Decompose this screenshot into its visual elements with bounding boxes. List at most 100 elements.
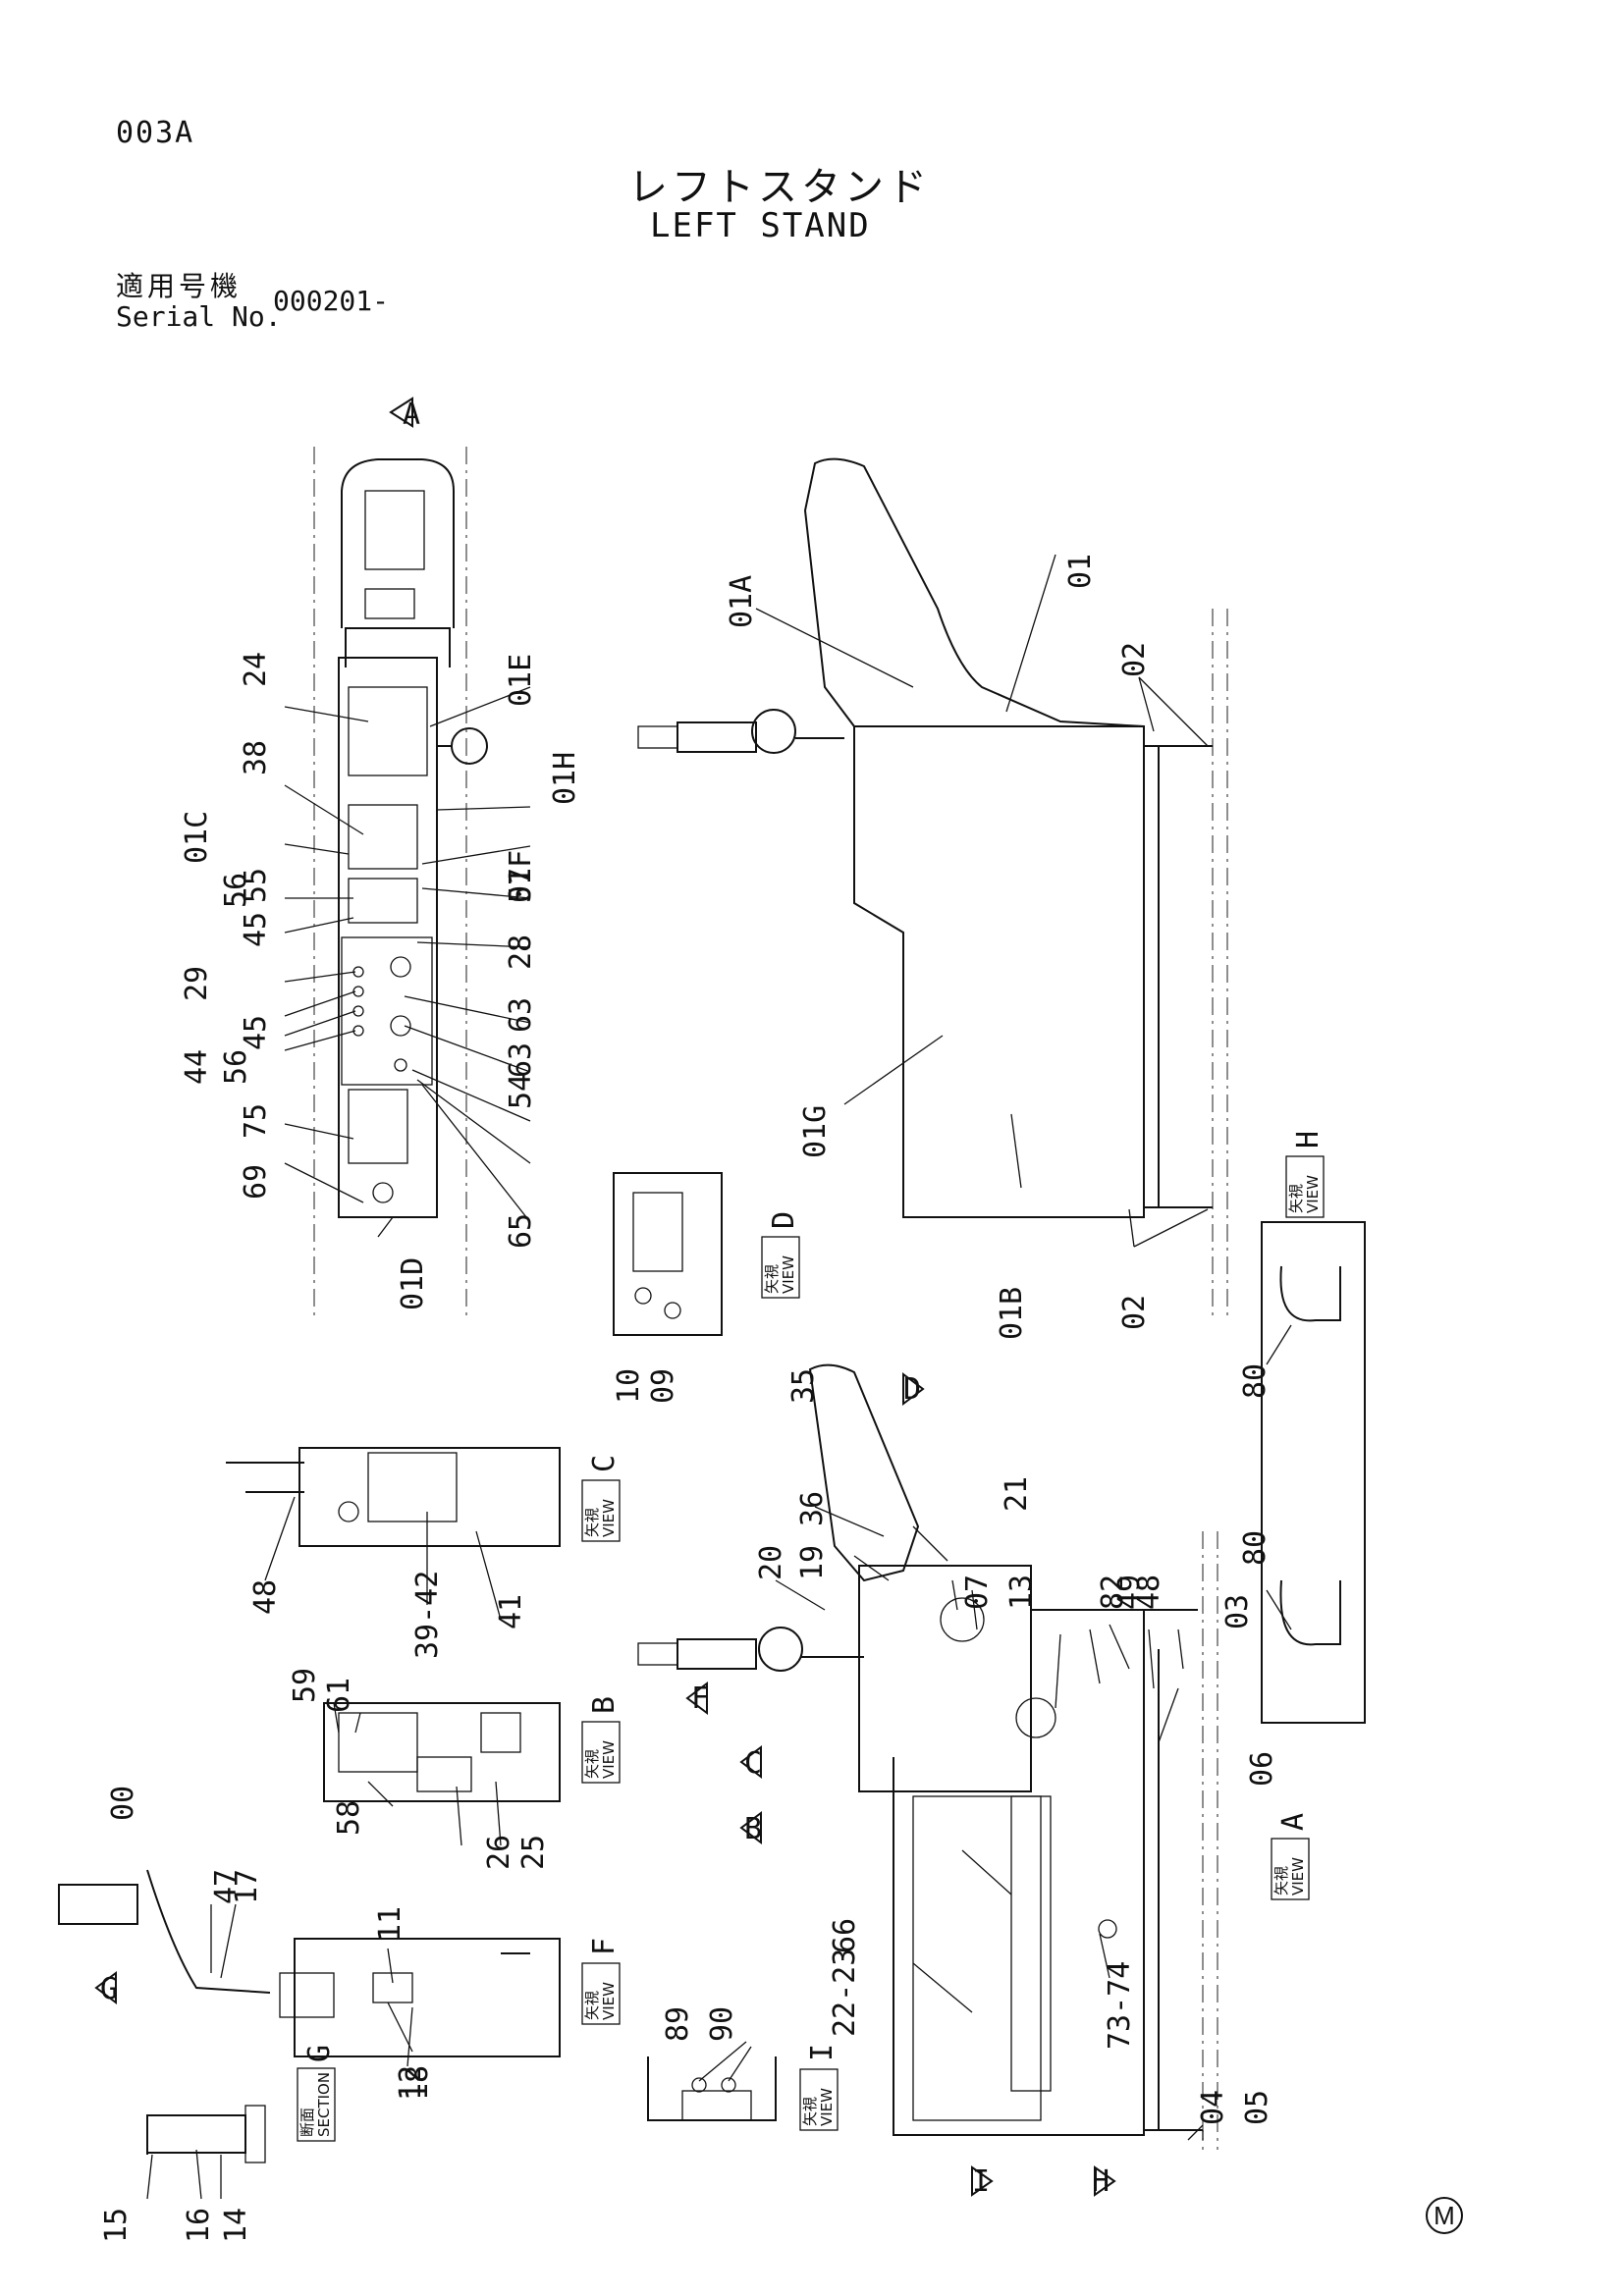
arrow-h [1094, 2165, 1116, 2197]
svg-text:矢視: 矢視 [1287, 1184, 1305, 1213]
view-i-title: 矢視 VIEW I [799, 2044, 839, 2131]
part-label-59: 59 [288, 1668, 322, 1703]
part-label-10: 10 [612, 1368, 646, 1404]
view-d-title: 矢視 VIEW D [761, 1211, 801, 1299]
part-label-49: 49 [1112, 1575, 1147, 1610]
arrow-f-label: F [691, 1682, 709, 1716]
svg-text:F: F [587, 1938, 622, 1955]
svg-text:VIEW: VIEW [1289, 1857, 1307, 1896]
part-label-39-42: 39-42 [410, 1571, 445, 1659]
arrow-f [685, 1682, 708, 1715]
part-labels: 01 01A 01B 01C 01D 01E 01F 01G 01H 02 02… [99, 554, 1279, 2243]
part-label-12: 12 [394, 2065, 428, 2101]
part-label-63-top: 63 [504, 997, 538, 1033]
arrow-g-label: G [100, 1972, 118, 2006]
svg-text:断面: 断面 [298, 2108, 316, 2137]
svg-text:矢視: 矢視 [1272, 1866, 1290, 1896]
svg-text:矢視: 矢視 [801, 2097, 819, 2126]
part-label-01E: 01E [504, 654, 538, 707]
part-label-01B: 01B [995, 1287, 1029, 1340]
svg-text:C: C [587, 1455, 622, 1472]
part-label-01D: 01D [396, 1257, 430, 1310]
part-label-24: 24 [239, 652, 273, 687]
view-f-title: 矢視 VIEW F [581, 1938, 622, 2025]
stand-assembly-view [637, 1363, 1218, 2150]
part-label-06: 06 [1245, 1751, 1279, 1787]
part-label-58: 58 [332, 1800, 366, 1836]
part-label-01G: 01G [798, 1105, 833, 1158]
svg-text:矢視: 矢視 [583, 1508, 601, 1537]
part-label-13: 13 [1004, 1575, 1039, 1610]
svg-text:VIEW: VIEW [600, 1740, 618, 1779]
part-label-65: 65 [504, 1213, 538, 1249]
svg-text:VIEW: VIEW [1304, 1175, 1322, 1213]
part-label-54: 54 [504, 1074, 538, 1109]
part-label-21: 21 [1000, 1476, 1034, 1512]
part-label-29: 29 [180, 966, 214, 1001]
part-label-73-74: 73-74 [1103, 1961, 1137, 2050]
arrow-d [902, 1372, 925, 1406]
svg-text:矢視: 矢視 [583, 1749, 601, 1779]
part-label-36: 36 [795, 1491, 830, 1526]
svg-text:D: D [767, 1211, 801, 1229]
part-label-04: 04 [1196, 2090, 1230, 2125]
part-label-69: 69 [239, 1164, 273, 1200]
part-label-35: 35 [786, 1368, 821, 1404]
svg-text:矢視: 矢視 [583, 1991, 601, 2020]
part-label-18: 18 [401, 2065, 435, 2101]
view-d [613, 1172, 723, 1336]
svg-text:VIEW: VIEW [600, 1499, 618, 1537]
view-b-title: 矢視 VIEW B [581, 1696, 622, 1784]
part-label-48-main: 48 [1132, 1575, 1166, 1610]
part-label-02-top: 02 [1117, 642, 1152, 677]
svg-text:VIEW: VIEW [600, 1982, 618, 2020]
arrow-i-label: I [972, 2164, 990, 2199]
serial-label-english: Serial No. [116, 300, 282, 333]
part-label-01A: 01A [725, 575, 759, 628]
part-label-38: 38 [239, 740, 273, 775]
part-label-19: 19 [795, 1545, 830, 1580]
part-label-25: 25 [516, 1835, 551, 1870]
title-japanese: レフトスタンド [628, 165, 931, 210]
svg-text:I: I [805, 2044, 839, 2061]
view-c-title: 矢視 VIEW C [581, 1455, 622, 1542]
part-label-22-23: 22-23 [828, 1949, 862, 2037]
part-label-45-bottom: 45 [239, 1015, 273, 1050]
view-f [58, 1869, 561, 2057]
part-label-41: 41 [494, 1594, 528, 1629]
part-label-01C: 01C [180, 811, 214, 864]
arrow-b [739, 1811, 762, 1844]
part-label-20: 20 [754, 1545, 788, 1580]
part-label-01: 01 [1063, 554, 1098, 589]
svg-text:SECTION: SECTION [315, 2072, 333, 2137]
arrow-d-label: D [903, 1372, 921, 1407]
part-label-16: 16 [182, 2208, 216, 2243]
part-label-11: 11 [373, 1906, 407, 1942]
arrow-c [739, 1745, 762, 1779]
console-side-view [637, 457, 1228, 1315]
svg-text:VIEW: VIEW [818, 2088, 836, 2126]
svg-text:H: H [1291, 1131, 1326, 1148]
view-i [647, 2056, 777, 2121]
part-label-80-top: 80 [1238, 1363, 1272, 1399]
part-label-90: 90 [705, 2006, 739, 2042]
part-label-56-bottom: 56 [219, 1049, 253, 1085]
manufacturer-mark: M [1426, 2197, 1463, 2234]
part-label-09: 09 [646, 1368, 680, 1404]
serial-number-value: 000201- [273, 285, 390, 317]
svg-text:B: B [587, 1696, 622, 1714]
view-arrow-a-label: A [403, 398, 420, 432]
svg-text:VIEW: VIEW [780, 1255, 797, 1294]
part-label-01F: 01F [504, 850, 538, 903]
part-label-05: 05 [1240, 2090, 1274, 2125]
part-label-28: 28 [504, 934, 538, 970]
part-label-26: 26 [482, 1835, 516, 1870]
arrow-b-label: B [744, 1812, 762, 1846]
part-label-48-view-c: 48 [248, 1579, 283, 1615]
part-label-02-bottom: 02 [1117, 1295, 1152, 1330]
part-label-17: 17 [230, 1869, 264, 1904]
part-label-07: 07 [960, 1575, 995, 1610]
serial-label-japanese: 適用号機 [116, 270, 243, 302]
arrow-g [94, 1971, 117, 2004]
